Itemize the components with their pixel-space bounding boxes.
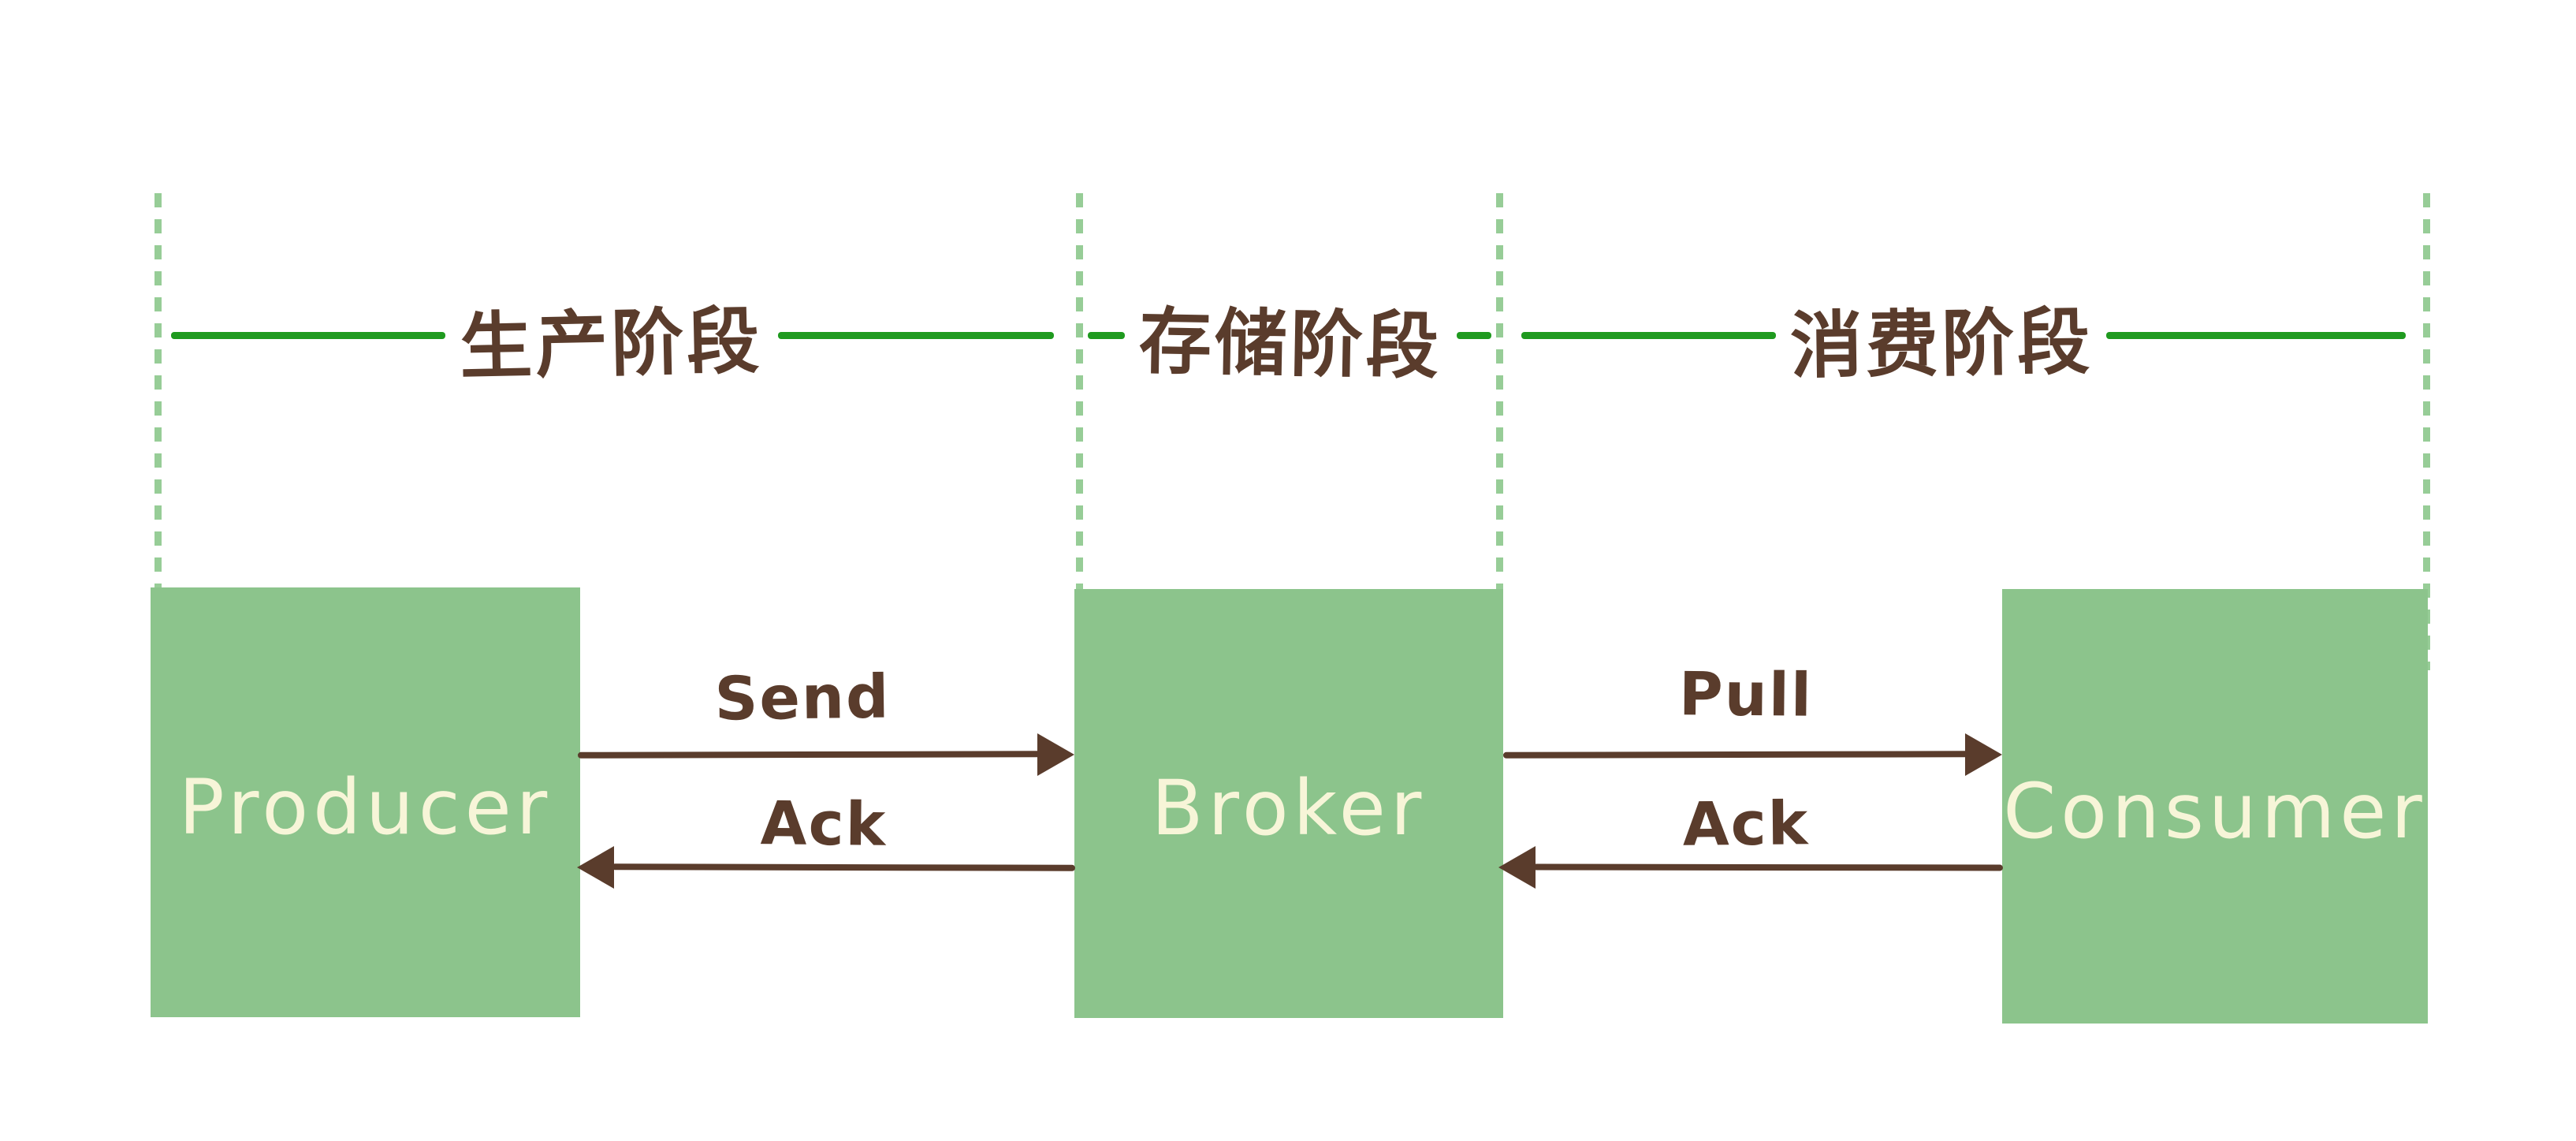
phase-boundary-dashed-line-4 [2423,193,2430,670]
phase-label-production: 生产阶段 [459,298,764,390]
send-arrow-line [577,751,1042,759]
ack-arrowhead-icon-producer [577,846,614,889]
phase-boundary-dashed-line-2 [1076,193,1083,589]
ack-arrow-label-broker: Ack [1682,787,1810,859]
ack-arrowhead-icon-broker [1498,846,1536,889]
pull-arrow-line [1502,751,1969,759]
phase-rule-segment [1457,332,1491,339]
phase-rule-segment [2106,332,2406,339]
phase-label-consumption: 消费阶段 [1789,299,2094,389]
send-arrow-label: Send [713,660,892,734]
pull-arrow-label: Pull [1678,658,1814,730]
consumer-node-label: Consumer [2003,766,2427,856]
broker-node: Broker [1074,589,1503,1018]
consumer-node: Consumer [2002,589,2428,1024]
producer-node-label: Producer [178,763,553,852]
phase-boundary-dashed-line-3 [1496,193,1503,589]
broker-node-label: Broker [1151,764,1427,852]
phase-rule-segment [171,332,445,339]
phase-rule-segment [1088,332,1125,339]
phase-boundary-dashed-line-1 [154,193,162,587]
pull-arrowhead-icon [1965,733,2002,776]
producer-node: Producer [151,587,580,1017]
phase-label-storage: 存储阶段 [1137,299,1442,389]
phase-rule-segment [1521,332,1776,339]
phase-rule-segment [778,332,1054,339]
ack-arrow-label-producer: Ack [760,787,888,859]
send-arrowhead-icon [1037,733,1074,776]
